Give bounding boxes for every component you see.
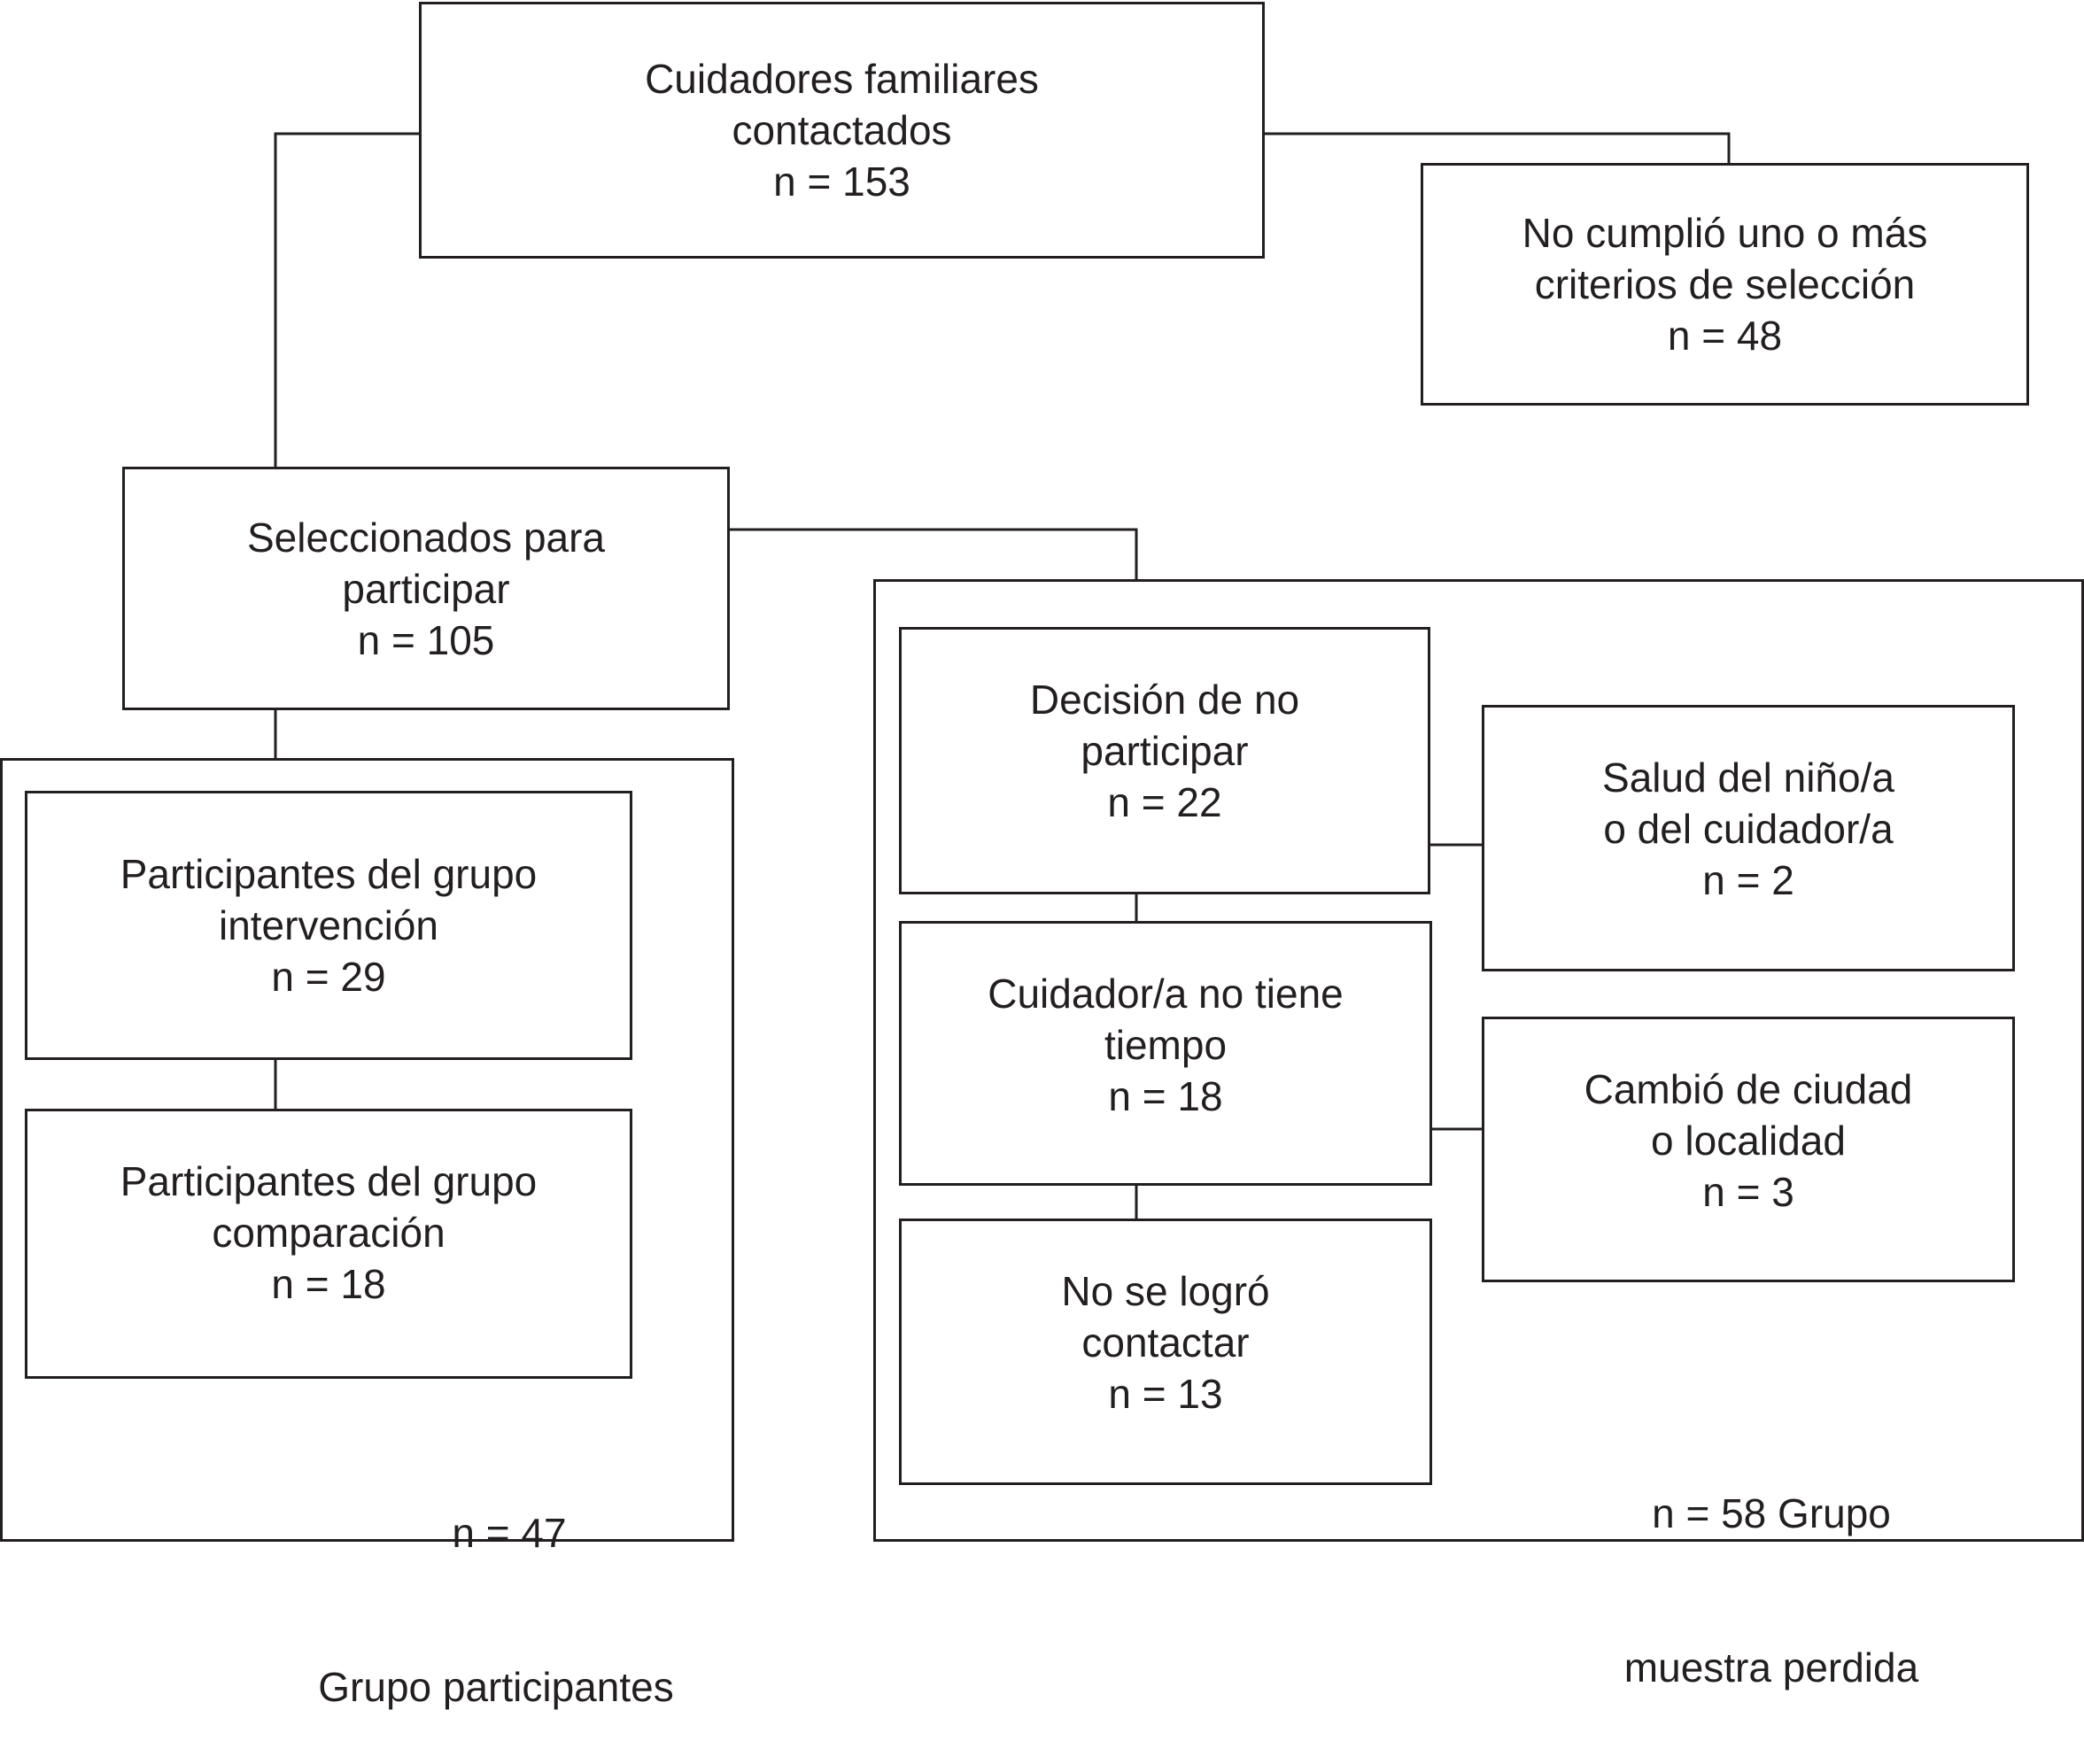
contacted-count: n = 153 bbox=[773, 159, 910, 205]
not-reached-box: No se logró contactar n = 13 bbox=[899, 1219, 1432, 1485]
contacted-line2: contactados bbox=[732, 107, 952, 153]
participants-group-frame bbox=[0, 758, 734, 1542]
connector-contacted-to-excluded bbox=[1263, 132, 1731, 163]
moved-line2: o localidad bbox=[1651, 1118, 1846, 1164]
excluded-line2: criterios de selección bbox=[1534, 261, 1916, 307]
excluded-box: No cumplió uno o más criterios de selecc… bbox=[1421, 163, 2029, 406]
selected-count: n = 105 bbox=[357, 616, 495, 663]
not-reached-line2: contactar bbox=[1081, 1319, 1250, 1366]
health-line2: o del cuidador/a bbox=[1603, 806, 1894, 852]
declined-box: Decisión de no participar n = 22 bbox=[899, 627, 1430, 894]
intervention-line2: intervención bbox=[218, 902, 439, 948]
no-time-line1: Cuidador/a no tiene bbox=[988, 971, 1344, 1017]
health-box: Salud del niño/a o del cuidador/a n = 2 bbox=[1482, 705, 2015, 971]
connector-lines bbox=[274, 132, 1731, 1219]
lost-group-caption: n = 58 Grupo muestra perdida bbox=[1550, 1385, 1993, 1745]
intervention-line1: Participantes del grupo bbox=[120, 851, 538, 897]
contacted-box: Cuidadores familiares contactados n = 15… bbox=[419, 2, 1265, 259]
declined-line2: participar bbox=[1081, 728, 1249, 774]
no-time-count: n = 18 bbox=[1108, 1073, 1223, 1119]
lost-group-label: muestra perdida bbox=[1623, 1644, 1919, 1690]
not-reached-line1: No se logró bbox=[1061, 1268, 1270, 1314]
intervention-count: n = 29 bbox=[271, 954, 386, 1000]
lost-group-count: n = 58 Grupo bbox=[1652, 1490, 1891, 1536]
moved-box: Cambió de ciudad o localidad n = 3 bbox=[1482, 1017, 2015, 1282]
not-reached-count: n = 13 bbox=[1108, 1371, 1223, 1417]
participants-group-count: n = 47 bbox=[452, 1510, 567, 1556]
moved-line1: Cambió de ciudad bbox=[1584, 1066, 1913, 1112]
comparison-line1: Participantes del grupo bbox=[120, 1158, 538, 1204]
comparison-count: n = 18 bbox=[271, 1261, 386, 1307]
declined-line1: Decisión de no bbox=[1029, 677, 1300, 723]
moved-count: n = 3 bbox=[1702, 1169, 1794, 1215]
health-line1: Salud del niño/a bbox=[1602, 754, 1894, 801]
participants-group-caption: n = 47 Grupo participantes bbox=[266, 1404, 726, 1764]
health-count: n = 2 bbox=[1702, 857, 1794, 903]
lost-sample-group-frame bbox=[873, 579, 2084, 1542]
intervention-box: Participantes del grupo intervención n =… bbox=[25, 791, 632, 1060]
declined-count: n = 22 bbox=[1107, 779, 1222, 825]
comparison-box: Participantes del grupo comparación n = … bbox=[25, 1109, 632, 1379]
no-time-box: Cuidador/a no tiene tiempo n = 18 bbox=[899, 921, 1432, 1186]
excluded-count: n = 48 bbox=[1667, 313, 1783, 359]
participants-group-label: Grupo participantes bbox=[318, 1664, 674, 1710]
selected-line2: participar bbox=[342, 565, 510, 612]
contacted-line1: Cuidadores familiares bbox=[645, 56, 1039, 102]
no-time-line2: tiempo bbox=[1104, 1022, 1228, 1068]
connector-contacted-to-selected bbox=[274, 132, 419, 467]
excluded-line1: No cumplió uno o más bbox=[1522, 210, 1928, 256]
connector-selected-to-lost bbox=[728, 528, 1138, 579]
comparison-line2: comparación bbox=[212, 1210, 445, 1256]
selected-line1: Seleccionados para bbox=[246, 514, 606, 561]
selected-box: Seleccionados para participar n = 105 bbox=[122, 467, 730, 710]
